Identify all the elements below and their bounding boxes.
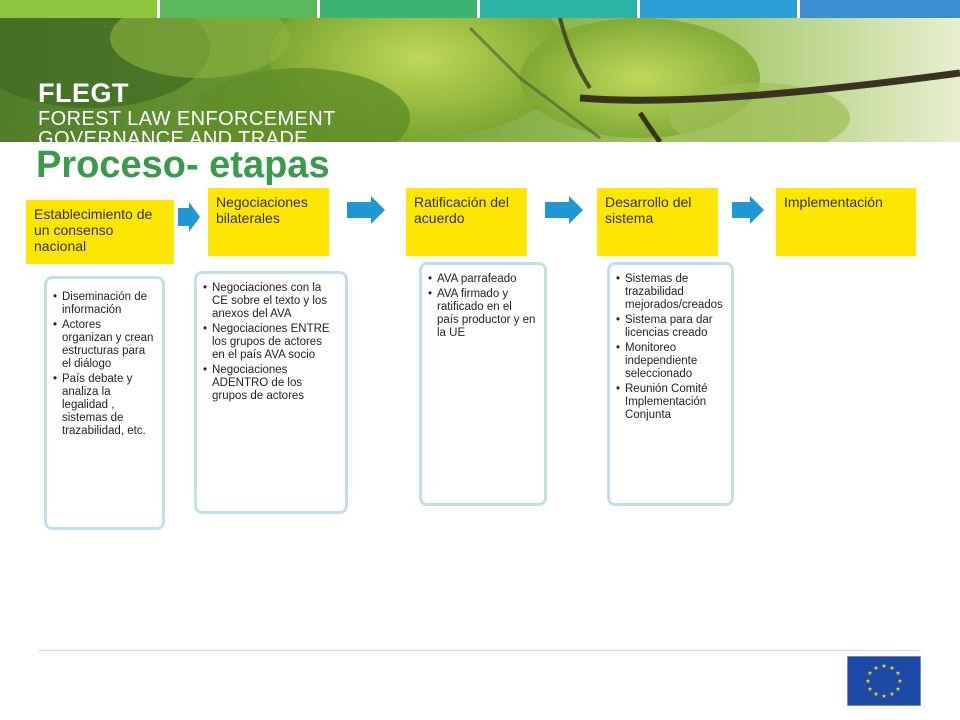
strip-segment <box>640 0 800 18</box>
detail-item: Sistemas de trazabilidad mejorados/cread… <box>616 273 723 312</box>
detail-item: Negociaciones ENTRE los grupos de actore… <box>203 323 337 362</box>
detail-box-ratificacion: AVA parrafeado AVA firmado y ratificado … <box>419 262 547 506</box>
detail-item: Diseminación de información <box>53 291 154 317</box>
svg-text:★: ★ <box>881 663 886 670</box>
svg-text:★: ★ <box>895 670 900 677</box>
top-color-strip <box>0 0 960 18</box>
stage-box-implementacion: Implementación <box>776 188 916 256</box>
detail-list: AVA parrafeado AVA firmado y ratificado … <box>428 273 536 340</box>
right-arrow-icon <box>178 202 200 232</box>
stage-label: Ratificación del acuerdo <box>414 194 509 226</box>
right-arrow-icon <box>347 196 385 224</box>
strip-segment <box>0 0 160 18</box>
page-title: Proceso- etapas <box>36 144 330 186</box>
strip-segment <box>480 0 640 18</box>
svg-text:★: ★ <box>865 678 870 685</box>
stage-label: Desarrollo del sistema <box>605 194 692 226</box>
svg-text:★: ★ <box>897 678 902 685</box>
flegt-logo-line1: FOREST LAW ENFORCEMENT <box>38 108 336 130</box>
detail-item: País debate y analiza la legalidad , sis… <box>53 373 154 438</box>
svg-text:★: ★ <box>873 691 878 698</box>
stage-label: Establecimiento de un consenso nacional <box>34 206 153 254</box>
detail-item: AVA parrafeado <box>428 273 536 286</box>
eu-flag-icon: ★ ★ ★ ★ ★ ★ ★ ★ ★ ★ ★ ★ <box>847 656 921 706</box>
detail-item: Monitoreo independiente seleccionado <box>616 342 723 381</box>
stage-box-consenso: Establecimiento de un consenso nacional <box>26 200 174 264</box>
flegt-logo-title: FLEGT <box>38 78 129 108</box>
stage-box-ratificacion: Ratificación del acuerdo <box>406 188 527 256</box>
svg-text:★: ★ <box>873 665 878 672</box>
svg-text:★: ★ <box>881 693 886 700</box>
detail-item: Negociaciones ADENTRO de los grupos de a… <box>203 364 337 403</box>
detail-item: Sistema para dar licencias creado <box>616 314 723 340</box>
leaf-banner-image <box>0 18 960 142</box>
stage-label: Implementación <box>784 194 883 210</box>
detail-item: Reunión Comité Implementación Conjunta <box>616 383 723 422</box>
svg-text:★: ★ <box>889 665 894 672</box>
stage-box-negociaciones: Negociaciones bilaterales <box>208 188 329 256</box>
detail-box-negociaciones: Negociaciones con la CE sobre el texto y… <box>194 271 348 514</box>
detail-item: AVA firmado y ratificado en el país prod… <box>428 288 536 340</box>
svg-text:★: ★ <box>867 686 872 693</box>
svg-text:★: ★ <box>889 691 894 698</box>
strip-segment <box>160 0 320 18</box>
svg-text:★: ★ <box>867 670 872 677</box>
right-arrow-icon <box>545 196 583 224</box>
right-arrow-icon <box>732 196 764 224</box>
stage-label: Negociaciones bilaterales <box>216 194 308 226</box>
strip-segment <box>320 0 480 18</box>
leaf-banner: FLEGT FOREST LAW ENFORCEMENT GOVERNANCE … <box>0 18 960 142</box>
flegt-logo-line2: GOVERNANCE AND TRADE <box>38 128 308 142</box>
svg-text:★: ★ <box>895 686 900 693</box>
strip-segment <box>800 0 960 18</box>
detail-box-consenso: Diseminación de información Actores orga… <box>44 276 165 530</box>
detail-item: Negociaciones con la CE sobre el texto y… <box>203 282 337 321</box>
detail-list: Sistemas de trazabilidad mejorados/cread… <box>616 273 723 422</box>
detail-item: Actores organizan y crean estructuras pa… <box>53 319 154 371</box>
stage-box-desarrollo: Desarrollo del sistema <box>597 188 718 256</box>
detail-list: Negociaciones con la CE sobre el texto y… <box>203 282 337 403</box>
footer-divider <box>38 650 921 651</box>
detail-list: Diseminación de información Actores orga… <box>53 291 154 438</box>
detail-box-desarrollo: Sistemas de trazabilidad mejorados/cread… <box>607 262 734 506</box>
